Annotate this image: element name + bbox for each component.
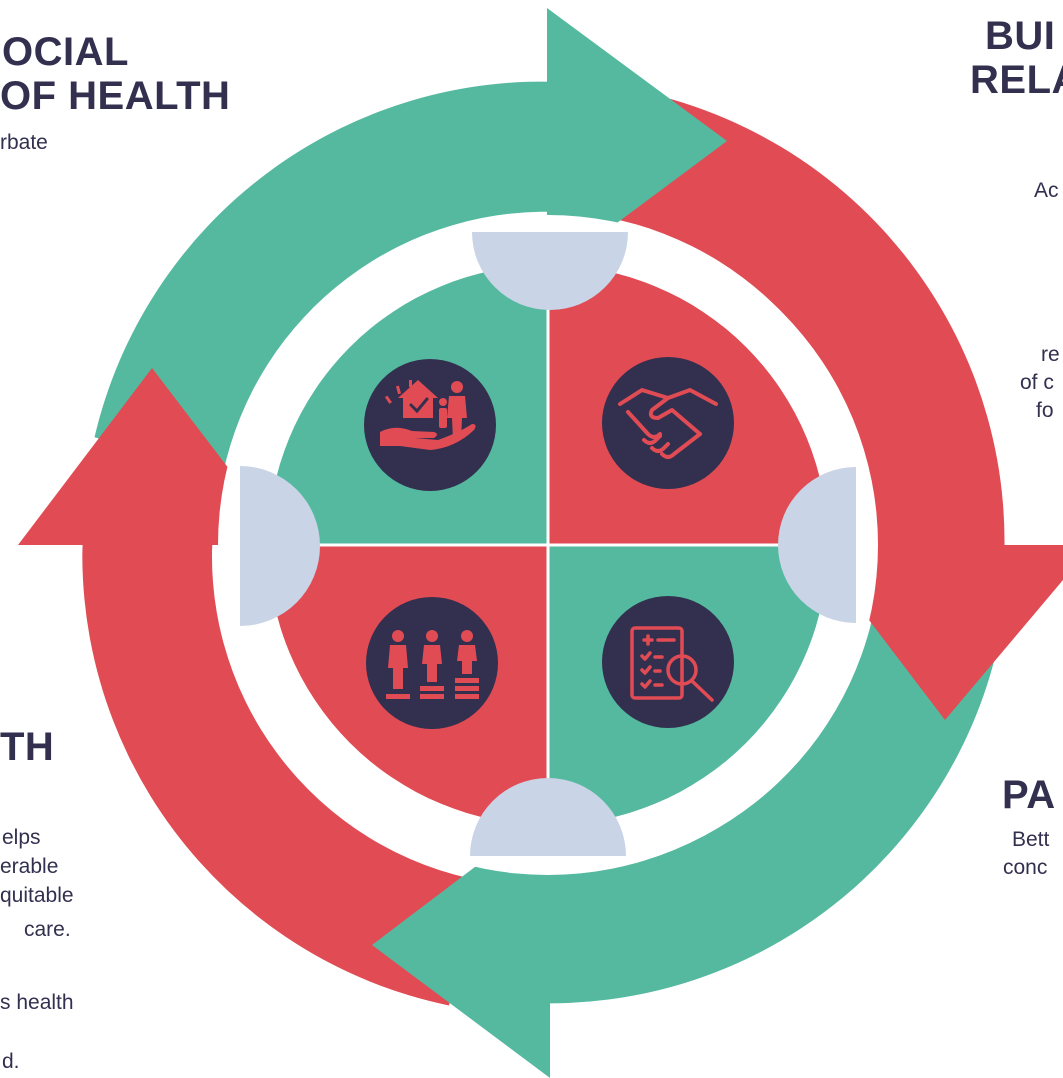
arc-bottom-left-red <box>82 516 485 1006</box>
arc-top-left-teal <box>94 81 570 474</box>
bottom-left-heading: TH <box>0 725 55 769</box>
arc-bottom-right-teal <box>527 596 1000 1004</box>
bottom-right-heading: PA <box>1002 773 1056 817</box>
top-left-text: rbate <box>0 131 48 154</box>
connector-bottom <box>470 778 626 856</box>
connector-left <box>240 466 320 626</box>
top-right-text-4: fo <box>1036 399 1054 422</box>
top-right-text-3: of c <box>1020 371 1054 394</box>
top-left-heading: OCIAL OF HEALTH <box>0 30 230 118</box>
arrowhead-bottom <box>372 810 550 1078</box>
top-right-heading-line1: BUI <box>985 14 1056 58</box>
arrowhead-left <box>18 368 287 545</box>
connector-top <box>472 232 628 310</box>
bottom-left-text-1: elps <box>2 826 41 849</box>
top-right-text-2: re <box>1041 343 1060 366</box>
house-family-hand-icon <box>364 359 496 491</box>
bottom-left-text-2: erable <box>0 855 59 878</box>
medical-report-search-icon <box>602 596 734 728</box>
bottom-left-text-5: s health <box>0 991 74 1014</box>
connector-right <box>778 467 856 623</box>
bottom-right-text-1: Bett <box>1012 828 1050 851</box>
handshake-icon <box>602 357 734 489</box>
bottom-left-text-4: care. <box>24 918 71 941</box>
people-equity-steps-icon <box>366 597 498 729</box>
bottom-right-text-2: conc <box>1003 856 1048 879</box>
top-right-text-1: Ac <box>1034 179 1059 202</box>
arc-top-right-red <box>573 82 1005 546</box>
top-left-heading-line1: OCIAL <box>2 30 129 74</box>
bottom-left-text-6: d. <box>2 1050 20 1073</box>
arrowhead-top <box>547 8 727 275</box>
bottom-left-text-3: quitable <box>0 884 74 907</box>
top-left-heading-line2: OF HEALTH <box>0 74 231 118</box>
